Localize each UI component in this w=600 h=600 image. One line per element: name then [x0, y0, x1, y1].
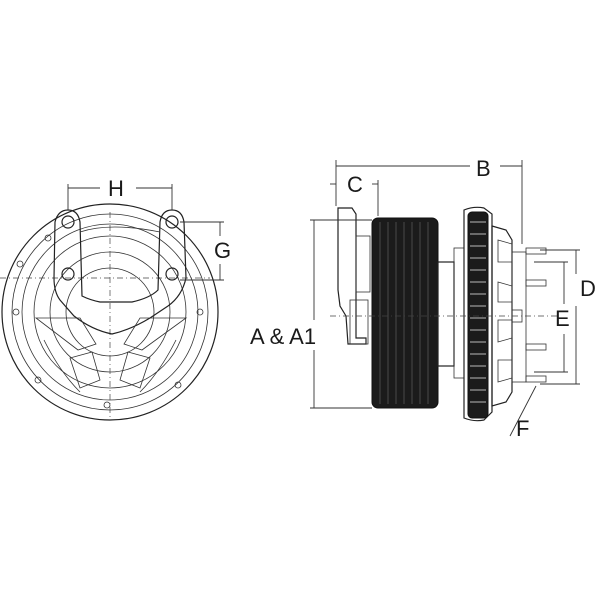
label-c: C: [347, 172, 363, 197]
mounting-studs: [511, 247, 547, 383]
pulley-grooves: [379, 222, 429, 404]
clutch-fins: [470, 221, 486, 403]
label-g: G: [214, 238, 231, 263]
label-e: E: [555, 306, 570, 331]
label-a-a1: A & A1: [250, 324, 316, 349]
front-view: [0, 203, 219, 421]
dimension-lines: [67, 160, 580, 437]
label-h: H: [108, 176, 124, 201]
label-b: B: [476, 156, 491, 181]
side-view: [330, 206, 560, 422]
label-d: D: [580, 276, 596, 301]
label-f: F: [516, 416, 529, 441]
